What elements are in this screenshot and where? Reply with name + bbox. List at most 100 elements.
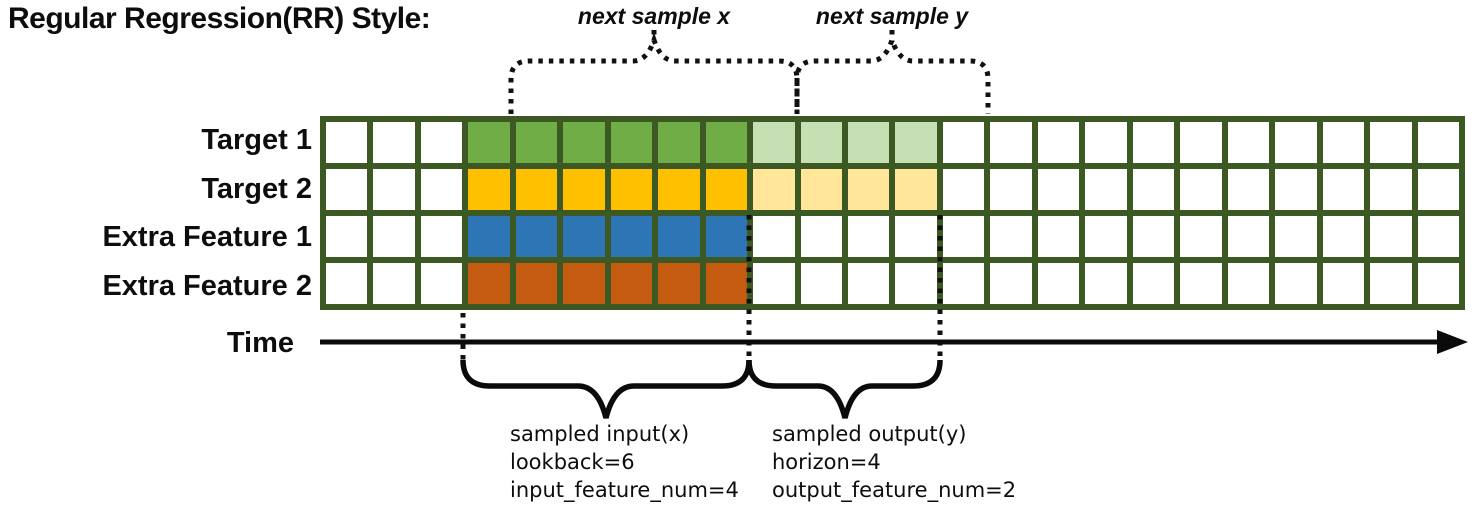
time-axis-label: Time xyxy=(226,327,294,359)
grid-cell xyxy=(326,122,368,163)
grid-cell xyxy=(942,122,985,163)
grid-cell xyxy=(1322,216,1365,257)
grid-cell xyxy=(1227,263,1270,304)
grid-cell xyxy=(468,122,510,163)
grid-cell xyxy=(373,169,415,210)
grid-cell xyxy=(610,216,653,257)
output-feature-num-value: output_feature_num=2 xyxy=(772,478,1017,502)
grid-cell xyxy=(800,216,843,257)
grid-cell xyxy=(1180,216,1222,257)
grid-cell xyxy=(848,122,890,163)
grid-cell xyxy=(1037,122,1080,163)
grid-cell xyxy=(895,122,937,163)
sampled-output-note: sampled output(y) horizon=4 output_featu… xyxy=(772,420,1016,504)
grid-cell xyxy=(373,216,415,257)
grid-cell xyxy=(1180,263,1222,304)
grid-cell xyxy=(800,169,843,210)
grid-cell xyxy=(990,169,1032,210)
grid-cell xyxy=(515,263,558,304)
grid-cell xyxy=(1132,263,1175,304)
grid-cell xyxy=(705,216,748,257)
grid-cell xyxy=(1322,263,1365,304)
grid-cell xyxy=(1132,169,1175,210)
grid-cell xyxy=(895,263,937,304)
grid-cell xyxy=(1370,216,1412,257)
grid-cell xyxy=(1085,169,1127,210)
grid-cell xyxy=(1085,216,1127,257)
grid-cell xyxy=(420,122,463,163)
grid-cell xyxy=(468,216,510,257)
grid-cell xyxy=(563,122,605,163)
grid-cell xyxy=(420,263,463,304)
grid-cell xyxy=(563,169,605,210)
grid-cell xyxy=(753,122,795,163)
grid-cell xyxy=(563,216,605,257)
grid-cell xyxy=(468,263,510,304)
grid-cell xyxy=(1180,169,1222,210)
grid-cell xyxy=(1275,169,1317,210)
grid-cell xyxy=(658,122,700,163)
grid-cell xyxy=(1322,169,1365,210)
input-feature-num-value: input_feature_num=4 xyxy=(510,478,739,502)
grid-cell xyxy=(942,263,985,304)
grid-cell xyxy=(990,122,1032,163)
grid-cell xyxy=(753,169,795,210)
grid-cell xyxy=(1227,122,1270,163)
sampled-input-note: sampled input(x) lookback=6 input_featur… xyxy=(510,420,739,504)
grid-cell xyxy=(610,263,653,304)
grid-cell xyxy=(990,263,1032,304)
grid-cell xyxy=(326,169,368,210)
grid-cell xyxy=(895,169,937,210)
lookback-value: lookback=6 xyxy=(510,450,635,474)
grid-cell xyxy=(1370,122,1412,163)
row-label-target-1: Target 1 xyxy=(201,124,312,156)
grid-cell xyxy=(848,216,890,257)
grid-cell xyxy=(658,216,700,257)
grid-cell xyxy=(1085,122,1127,163)
next-sample-x-label: next sample x xyxy=(577,3,731,29)
grid-cell xyxy=(1132,216,1175,257)
grid-cell xyxy=(800,263,843,304)
grid-cell xyxy=(1370,263,1412,304)
grid-cell xyxy=(1370,169,1412,210)
next-sample-x-brace xyxy=(508,32,800,114)
grid-cell xyxy=(420,169,463,210)
grid-cell xyxy=(942,216,985,257)
sampled-input-underbrace xyxy=(460,359,752,419)
grid-cell xyxy=(705,263,748,304)
sample-grid xyxy=(320,116,1465,310)
diagram-title: Regular Regression(RR) Style: xyxy=(8,2,431,35)
grid-cell xyxy=(895,216,937,257)
grid-cell xyxy=(658,169,700,210)
grid-cell xyxy=(1417,122,1459,163)
sampled-input-title: sampled input(x) xyxy=(510,422,690,446)
row-label-extra-feature-1: Extra Feature 1 xyxy=(102,221,312,253)
grid-cell xyxy=(1037,169,1080,210)
grid-cell xyxy=(848,169,890,210)
grid-cell xyxy=(1417,263,1459,304)
grid-cell xyxy=(1275,263,1317,304)
grid-cell xyxy=(515,169,558,210)
grid-cell xyxy=(326,216,368,257)
grid-cell xyxy=(1227,169,1270,210)
grid-cell xyxy=(753,216,795,257)
grid-cell xyxy=(610,169,653,210)
grid-cell xyxy=(705,122,748,163)
grid-cell xyxy=(468,169,510,210)
grid-cell xyxy=(1417,216,1459,257)
grid-cell xyxy=(990,216,1032,257)
row-label-extra-feature-2: Extra Feature 2 xyxy=(102,270,312,302)
grid-cell xyxy=(373,122,415,163)
grid-cell xyxy=(515,122,558,163)
grid-cell xyxy=(1417,169,1459,210)
grid-cell xyxy=(1085,263,1127,304)
next-sample-y-brace xyxy=(794,32,991,114)
grid-cell xyxy=(942,169,985,210)
next-sample-y-label: next sample y xyxy=(815,3,969,29)
grid-cell xyxy=(1180,122,1222,163)
grid-cell xyxy=(753,263,795,304)
grid-cell xyxy=(373,263,415,304)
grid-cell xyxy=(515,216,558,257)
row-label-target-2: Target 2 xyxy=(201,173,312,205)
